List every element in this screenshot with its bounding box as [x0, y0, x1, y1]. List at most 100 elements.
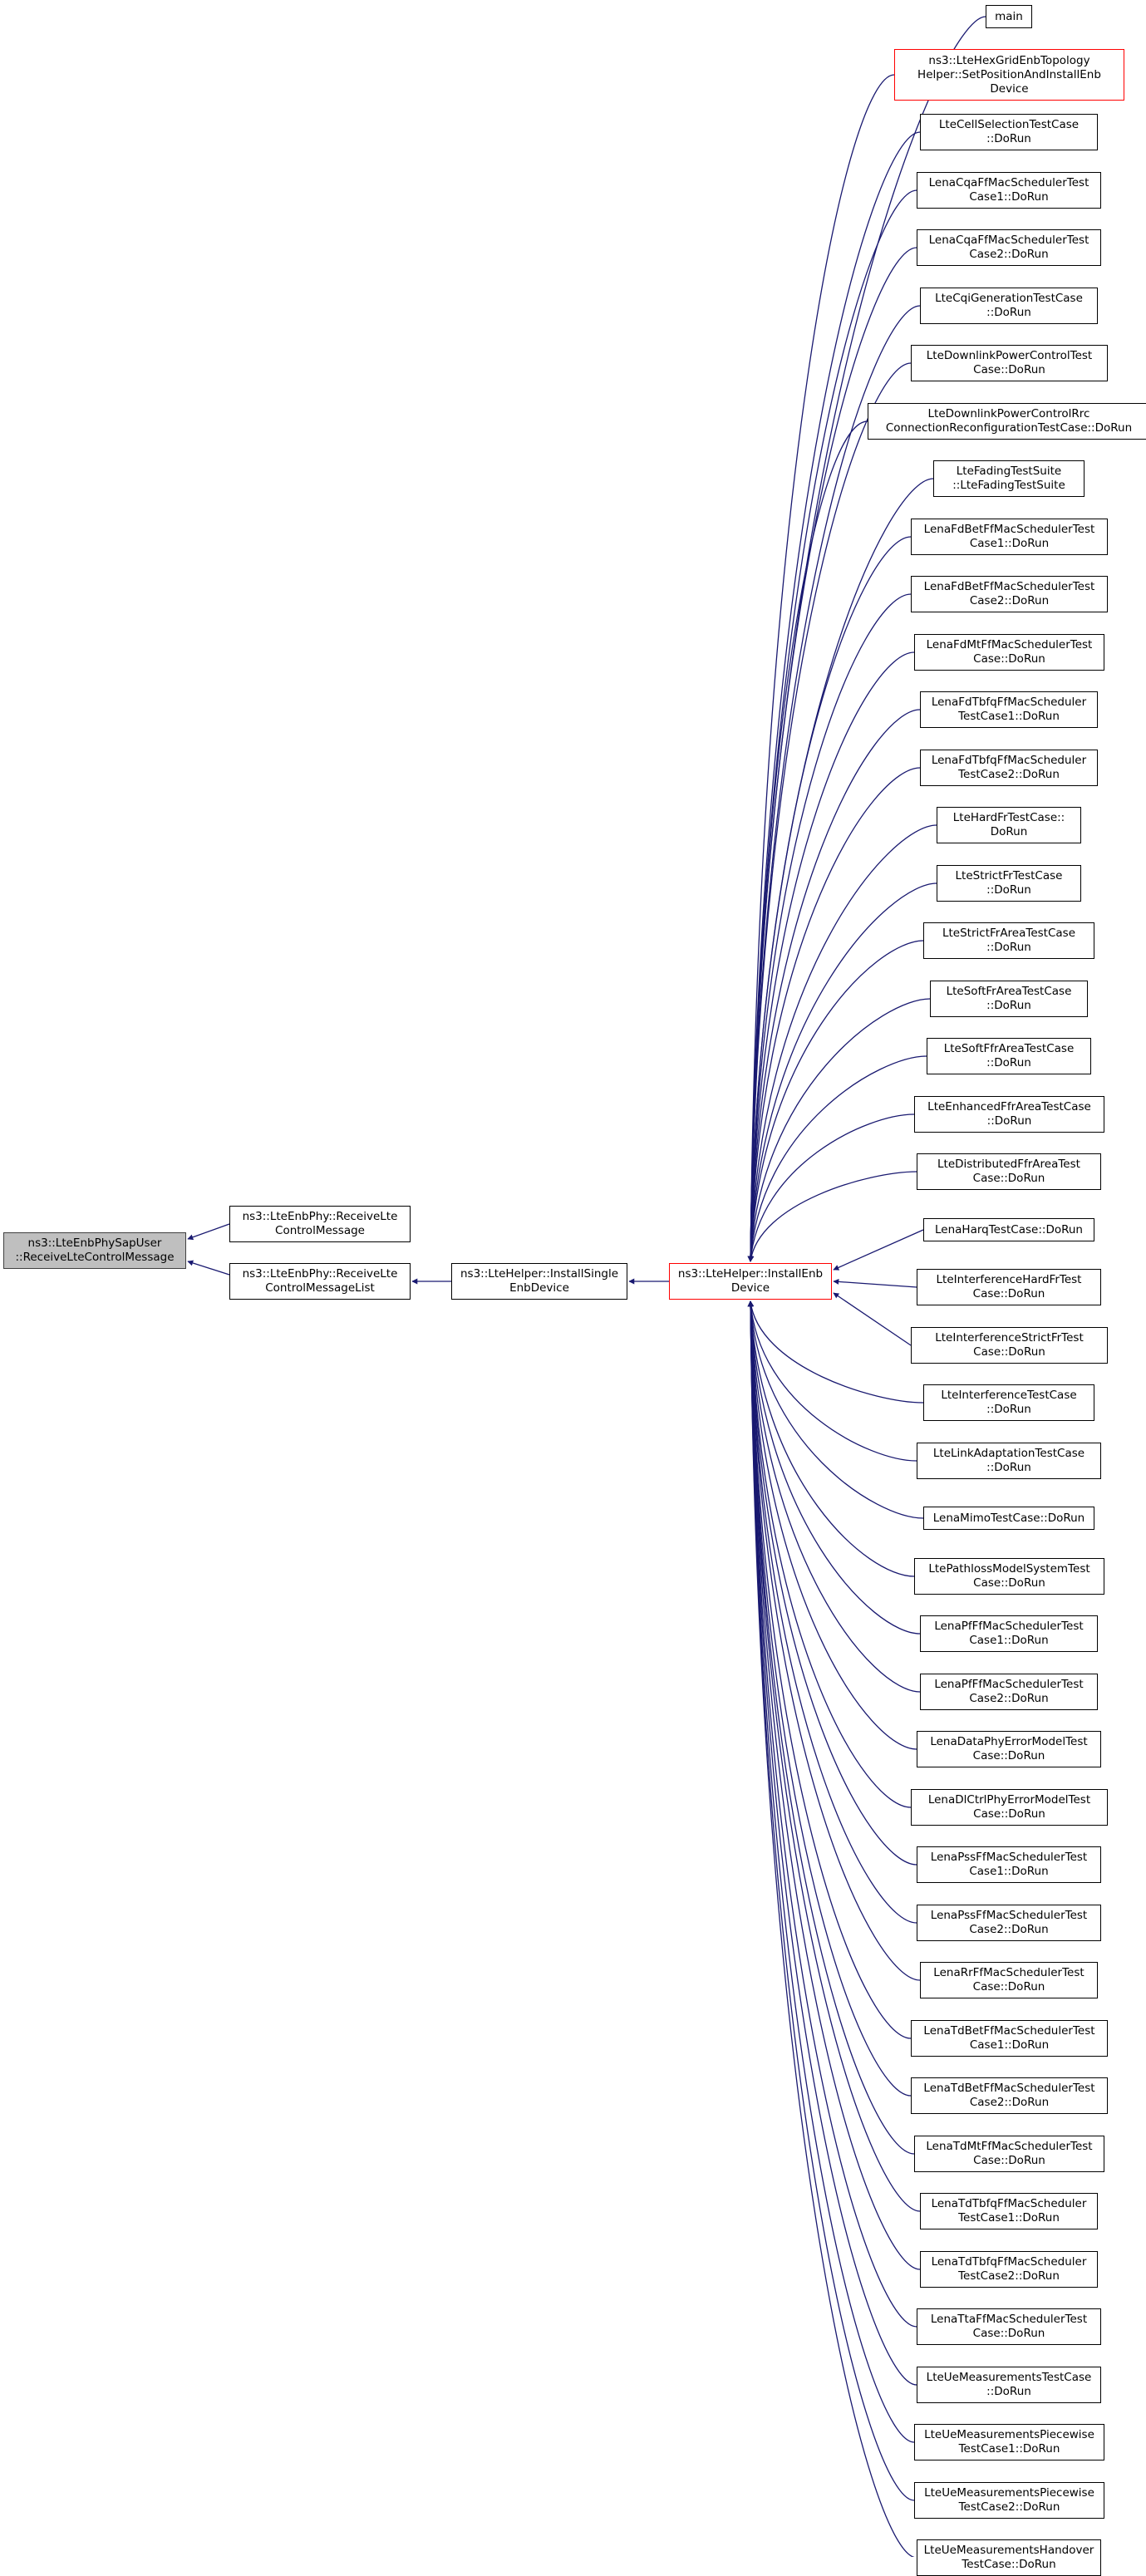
node-label-line: LenaFdTbfqFfMacScheduler	[931, 754, 1087, 767]
caller-main[interactable]: main	[986, 5, 1032, 28]
node-label-line: LteUeMeasurementsPiecewise	[924, 2486, 1094, 2500]
node-label-line: Case::DoRun	[972, 1980, 1045, 1993]
edge-caller-27-to-install-enb	[747, 1300, 915, 1577]
node-label-line: LteInterferenceHardFrTest	[936, 1273, 1082, 1286]
edge-caller-32-to-install-enb	[747, 1300, 917, 1866]
edge-caller-40-to-install-enb	[747, 1300, 917, 2328]
node-label-line: DoRun	[990, 825, 1028, 838]
node-label-line: LenaTdMtFfMacSchedulerTest	[926, 2140, 1093, 2153]
edge-caller-17-to-install-enb	[747, 998, 931, 1262]
node-label-line: Case2::DoRun	[969, 1923, 1049, 1936]
node-label-line: ns3::LteEnbPhy::ReceiveLte	[242, 1267, 398, 1281]
node-label-line: ConnectionReconfigurationTestCase::DoRun	[885, 421, 1133, 435]
caller-ltesoftfrareatestcase-dorun[interactable]: LteSoftFrAreaTestCase::DoRun	[930, 981, 1088, 1017]
caller-ltelinkadaptationtestcase-dorun[interactable]: LteLinkAdaptationTestCase::DoRun	[917, 1443, 1101, 1479]
node-label-line: ns3::LteHexGridEnbTopology	[928, 53, 1090, 67]
caller-lenamimotestcase-dorun[interactable]: LenaMimoTestCase::DoRun	[923, 1507, 1094, 1530]
node-label-line: LenaMimoTestCase::DoRun	[932, 1511, 1085, 1525]
node-label-line: Case::DoRun	[973, 1807, 1045, 1821]
caller-ltefadingtestsuite-ltefadingtestsuite[interactable]: LteFadingTestSuite::LteFadingTestSuite	[933, 460, 1085, 497]
node-label-line: TestCase2::DoRun	[958, 2269, 1060, 2283]
edge-caller-25-to-install-enb	[748, 1300, 917, 1462]
edge-caller-4-to-install-enb	[747, 247, 917, 1262]
caller-ltecellselectiontestcase-dorun[interactable]: LteCellSelectionTestCase::DoRun	[920, 114, 1098, 150]
node-label-line: ::DoRun	[986, 1403, 1031, 1416]
edge-caller-22-to-install-enb	[833, 1278, 917, 1288]
node-label-line: LenaTdBetFfMacSchedulerTest	[923, 2082, 1095, 2095]
node-label-line: LenaTdTbfqFfMacScheduler	[931, 2197, 1087, 2210]
node-label-line: LenaFdMtFfMacSchedulerTest	[926, 638, 1093, 651]
edge-caller-16-to-install-enb	[747, 940, 924, 1262]
caller-ltesoftffrareatestcase-dorun[interactable]: LteSoftFfrAreaTestCase::DoRun	[927, 1038, 1091, 1074]
caller-lteuemeasurementstestcase-dorun[interactable]: LteUeMeasurementsTestCase::DoRun	[917, 2367, 1101, 2403]
node-label-line: Case2::DoRun	[969, 594, 1050, 607]
edge-caller-34-to-install-enb	[747, 1300, 921, 1981]
caller-lteenhancedffrareatestcase-dorun[interactable]: LteEnhancedFfrAreaTestCase::DoRun	[914, 1096, 1104, 1133]
node-label-line: ns3::LteHelper::InstallEnb	[677, 1267, 824, 1281]
caller-ltestrictfrtestcase-dorun[interactable]: LteStrictFrTestCase::DoRun	[937, 865, 1081, 902]
edge-receive-list-to-focus	[187, 1260, 230, 1276]
node-label-line: Case::DoRun	[972, 1287, 1045, 1300]
edge-caller-7-to-install-enb	[747, 420, 868, 1262]
edge-caller-11-to-install-enb	[747, 651, 915, 1262]
node-label-line: LenaCqaFfMacSchedulerTest	[928, 234, 1089, 247]
caller-ltehardfrtestcase-dorun[interactable]: LteHardFrTestCase::DoRun	[937, 807, 1081, 843]
node-label-line: LenaFdBetFfMacSchedulerTest	[923, 580, 1095, 593]
node-label-line: Device	[990, 81, 1029, 96]
edge-caller-12-to-install-enb	[747, 709, 921, 1262]
edge-caller-1-to-install-enb	[747, 74, 895, 1262]
node-label-line: LteDownlinkPowerControlTest	[926, 349, 1093, 362]
edge-caller-13-to-install-enb	[747, 767, 921, 1262]
caller-ltestrictfrareatestcase-dorun[interactable]: LteStrictFrAreaTestCase::DoRun	[923, 922, 1094, 959]
node-label-line: Case1::DoRun	[969, 1634, 1049, 1647]
node-label-line: Case::DoRun	[972, 1749, 1045, 1762]
node-label-line: LteStrictFrTestCase	[955, 869, 1063, 882]
node-label-line: Case2::DoRun	[969, 1692, 1049, 1705]
caller-lenaharqtestcase-dorun[interactable]: LenaHarqTestCase::DoRun	[923, 1218, 1094, 1241]
edge-caller-36-to-install-enb	[747, 1300, 912, 2097]
node-label-line: TestCase2::DoRun	[958, 2500, 1060, 2514]
node-label-line: ::DoRun	[986, 1056, 1031, 1069]
node-label-line: ::DoRun	[986, 941, 1031, 954]
edge-caller-43-to-install-enb	[747, 1300, 915, 2501]
caller-ltecqigenerationtestcase-dorun[interactable]: LteCqiGenerationTestCase::DoRun	[920, 288, 1098, 324]
caller-lteinterferencetestcase-dorun[interactable]: LteInterferenceTestCase::DoRun	[923, 1384, 1094, 1421]
edge-caller-28-to-install-enb	[747, 1300, 921, 1635]
node-label-line: ::LteFadingTestSuite	[952, 479, 1065, 492]
